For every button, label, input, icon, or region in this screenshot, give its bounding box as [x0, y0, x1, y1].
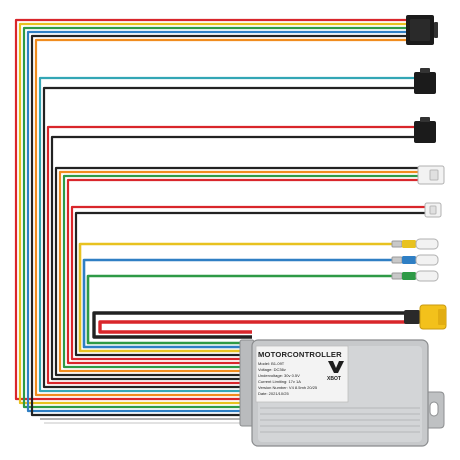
brake1-wire-cyan	[38, 76, 415, 393]
bullet-housing	[415, 270, 439, 282]
light-wire-black	[74, 211, 425, 357]
hall-wire-yellow	[18, 22, 408, 405]
phase-wire-blue	[82, 258, 394, 349]
xt60-face	[438, 309, 446, 325]
throttle-wire-yellow	[58, 170, 418, 373]
hall-wire-orange	[34, 38, 408, 397]
hall-wire-red	[14, 18, 408, 401]
xbot-logo: XBOT	[327, 361, 344, 382]
bullet-sleeve-7	[402, 272, 416, 280]
brake2-wire-red	[46, 125, 415, 385]
brake2-wire-black	[50, 135, 415, 381]
motor-controller-box: MOTORCONTROLLER Model: B1-09T Voltage: D…	[251, 339, 445, 447]
connector-group	[391, 15, 447, 330]
brake2-connector-latch	[420, 117, 430, 122]
controller-current-limit: Current Limiting: 17v 1A	[258, 379, 301, 384]
brand-name: XBOT	[327, 376, 341, 382]
wire-harness	[14, 18, 425, 427]
throttle-connector	[417, 165, 445, 185]
phase-blue-bullet	[391, 254, 439, 266]
light-wire-red	[70, 205, 425, 361]
light-connector	[424, 202, 442, 218]
brake2-connector-body	[414, 121, 436, 143]
bullet-crimp	[391, 272, 403, 280]
phase-green-bullet	[391, 270, 439, 282]
hall-sensor-connector	[406, 15, 438, 45]
hall-connector-latch	[434, 22, 438, 38]
bullet-housing	[415, 238, 439, 250]
controller-model: Model: B1-09T	[258, 361, 285, 366]
throttle-wire-red	[66, 178, 418, 365]
bullet-sleeve-6	[402, 256, 416, 264]
phase-wire-green	[86, 274, 394, 345]
controller-title: MOTORCONTROLLER	[258, 350, 342, 359]
hall-wire-black	[30, 34, 408, 417]
brake-right-connector	[414, 117, 436, 143]
throttle-connector-window	[429, 169, 439, 181]
battery-wire-black	[92, 311, 418, 339]
brake1-connector-body	[414, 72, 436, 94]
bullet-sleeve-5	[402, 240, 416, 248]
brake1-connector-latch	[420, 68, 430, 73]
throttle-wire-green	[62, 174, 418, 369]
xt60-wire-sleeve	[404, 310, 420, 324]
bullet-housing	[415, 254, 439, 266]
battery-xt60-connector	[404, 304, 447, 330]
hall-connector-face	[410, 19, 430, 41]
light-connector-window	[429, 205, 437, 215]
phase-yellow-bullet	[391, 238, 439, 250]
hall-wire-green	[22, 26, 408, 409]
battery-wire-red	[98, 320, 418, 334]
controller-date: Date: 2021/10/25	[258, 391, 289, 396]
phase-wire-yellow	[78, 242, 394, 353]
bullet-crimp	[391, 240, 403, 248]
controller-voltage: Voltage: DC36v	[258, 367, 286, 372]
controller-undervoltage: Undervoltage: 30v 0.5V	[258, 373, 300, 378]
bullet-crimp	[391, 256, 403, 264]
hall-wire-blue	[26, 30, 408, 413]
brake-left-connector	[414, 68, 436, 94]
throttle-wire-black	[54, 166, 418, 377]
controller-version: Version Number: V4 8.5mh 20/25	[258, 385, 318, 390]
brake1-wire-black	[42, 86, 415, 389]
